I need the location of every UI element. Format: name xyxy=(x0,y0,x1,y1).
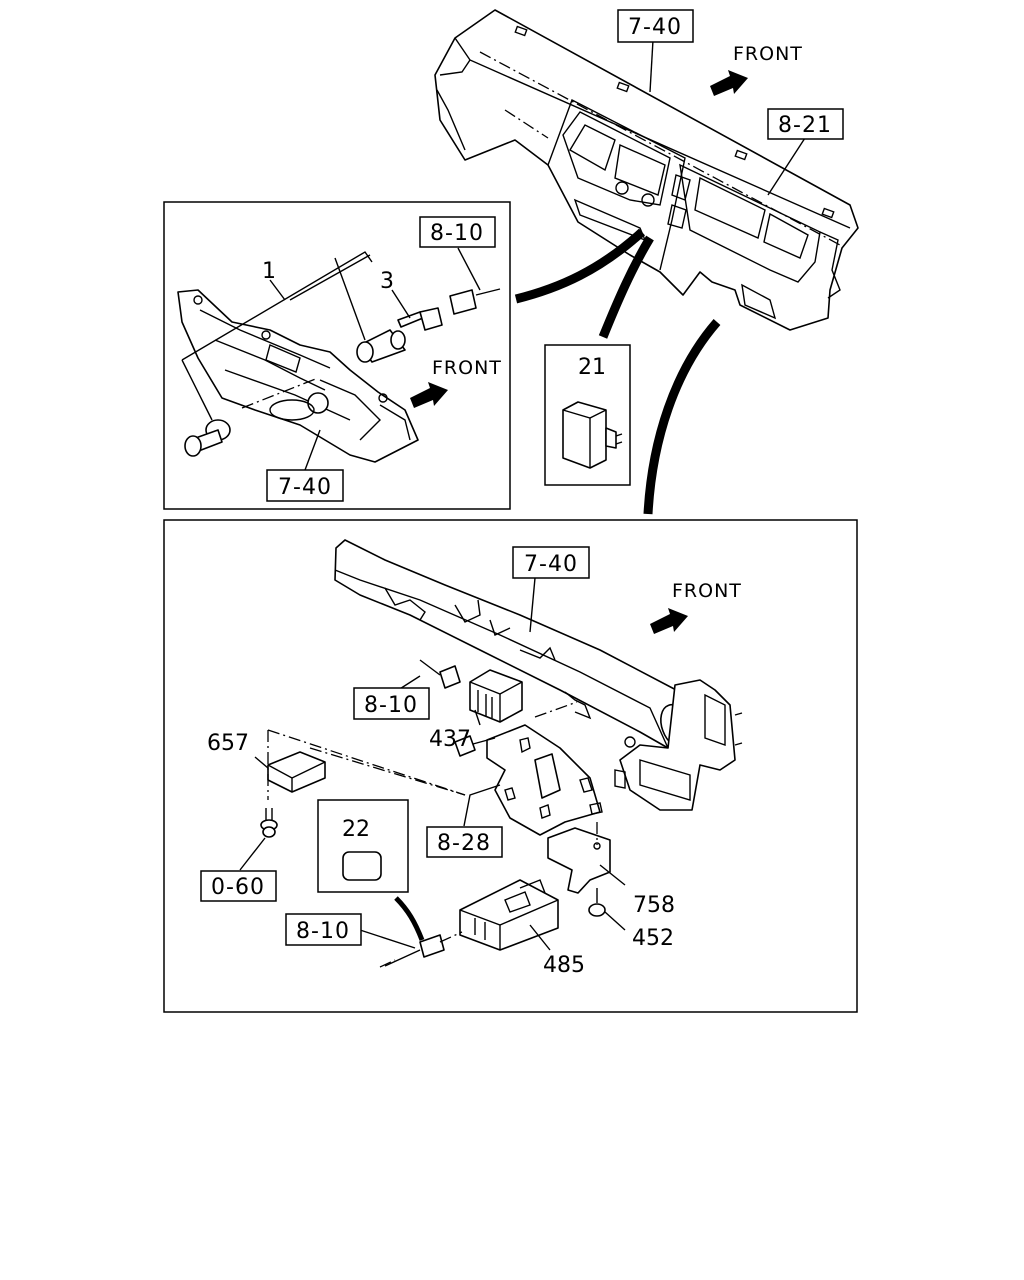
ref-box-lower-bracket: 8-28 xyxy=(426,826,503,858)
front-arrow-lower xyxy=(650,608,688,634)
bracket-758 xyxy=(547,827,611,894)
inset-lighter-frame xyxy=(163,201,511,510)
bolt-452 xyxy=(588,888,606,917)
leader-dash-top xyxy=(649,39,654,93)
module-485 xyxy=(459,879,559,951)
part-number-657: 657 xyxy=(207,731,249,756)
ref-box-cluster-top: 8-21 xyxy=(767,108,844,140)
part-number-1: 1 xyxy=(262,259,276,284)
part-number-21: 21 xyxy=(578,355,606,380)
ref-box-lower-beam: 7-40 xyxy=(512,546,590,579)
ref-box-inset-panel: 7-40 xyxy=(266,469,344,502)
relay-21-frame: 21 xyxy=(544,344,631,486)
relay-22-frame: 22 xyxy=(317,799,409,893)
part-number-3: 3 xyxy=(380,269,394,294)
connector-lower xyxy=(384,934,445,967)
part-657 xyxy=(267,751,326,793)
bolt-0-60 xyxy=(260,808,278,838)
ref-label-inset-panel: 7-40 xyxy=(278,475,332,500)
cross-beam xyxy=(334,539,743,811)
ref-label-lower-connector-b: 8-10 xyxy=(296,919,350,944)
ref-label-lower-connector-a: 8-10 xyxy=(364,693,418,718)
lighter-socket xyxy=(356,329,406,363)
part-number-22: 22 xyxy=(342,817,370,842)
part-number-485: 485 xyxy=(543,953,585,978)
ref-label-lower-bracket: 8-28 xyxy=(437,831,491,856)
callout-curve-relay xyxy=(598,235,654,339)
part-number-758: 758 xyxy=(633,893,675,918)
bracket-assembly xyxy=(486,724,603,836)
relay-437 xyxy=(469,669,523,723)
ref-box-dash-top: 7-40 xyxy=(617,9,694,43)
front-label-lower: FRONT xyxy=(672,580,742,602)
front-label-top: FRONT xyxy=(733,43,803,65)
dashboard-assembly xyxy=(434,9,859,331)
front-arrow-top xyxy=(710,70,748,96)
inset-connector xyxy=(449,288,501,315)
ref-label-lower-beam: 7-40 xyxy=(524,552,578,577)
ref-label-lower-bolt: 0-60 xyxy=(211,875,265,900)
lighter-element xyxy=(397,307,443,331)
bracket-bolt xyxy=(454,735,496,757)
ref-label-dash-top: 7-40 xyxy=(628,15,682,40)
front-label-inset: FRONT xyxy=(432,357,502,379)
part-number-437: 437 xyxy=(429,727,471,752)
ref-box-lower-connector-a: 8-10 xyxy=(353,687,430,720)
ref-box-lower-connector-b: 8-10 xyxy=(285,913,362,946)
lower-assembly-frame xyxy=(163,519,858,1013)
ref-box-lower-bolt: 0-60 xyxy=(200,870,277,902)
ref-label-cluster-top: 8-21 xyxy=(778,113,832,138)
lighter-knob xyxy=(184,419,231,457)
lighter-panel xyxy=(177,289,419,463)
front-arrow-inset xyxy=(410,382,448,408)
part-number-452: 452 xyxy=(632,926,674,951)
ref-box-inset-connector: 8-10 xyxy=(419,216,496,248)
connector-437 xyxy=(419,659,461,689)
leader-cluster-top xyxy=(767,137,806,196)
callout-curve-22 xyxy=(394,896,425,941)
callout-curve-inset xyxy=(514,228,646,304)
callout-curve-lower xyxy=(643,319,721,515)
ref-label-inset-connector: 8-10 xyxy=(430,221,484,246)
